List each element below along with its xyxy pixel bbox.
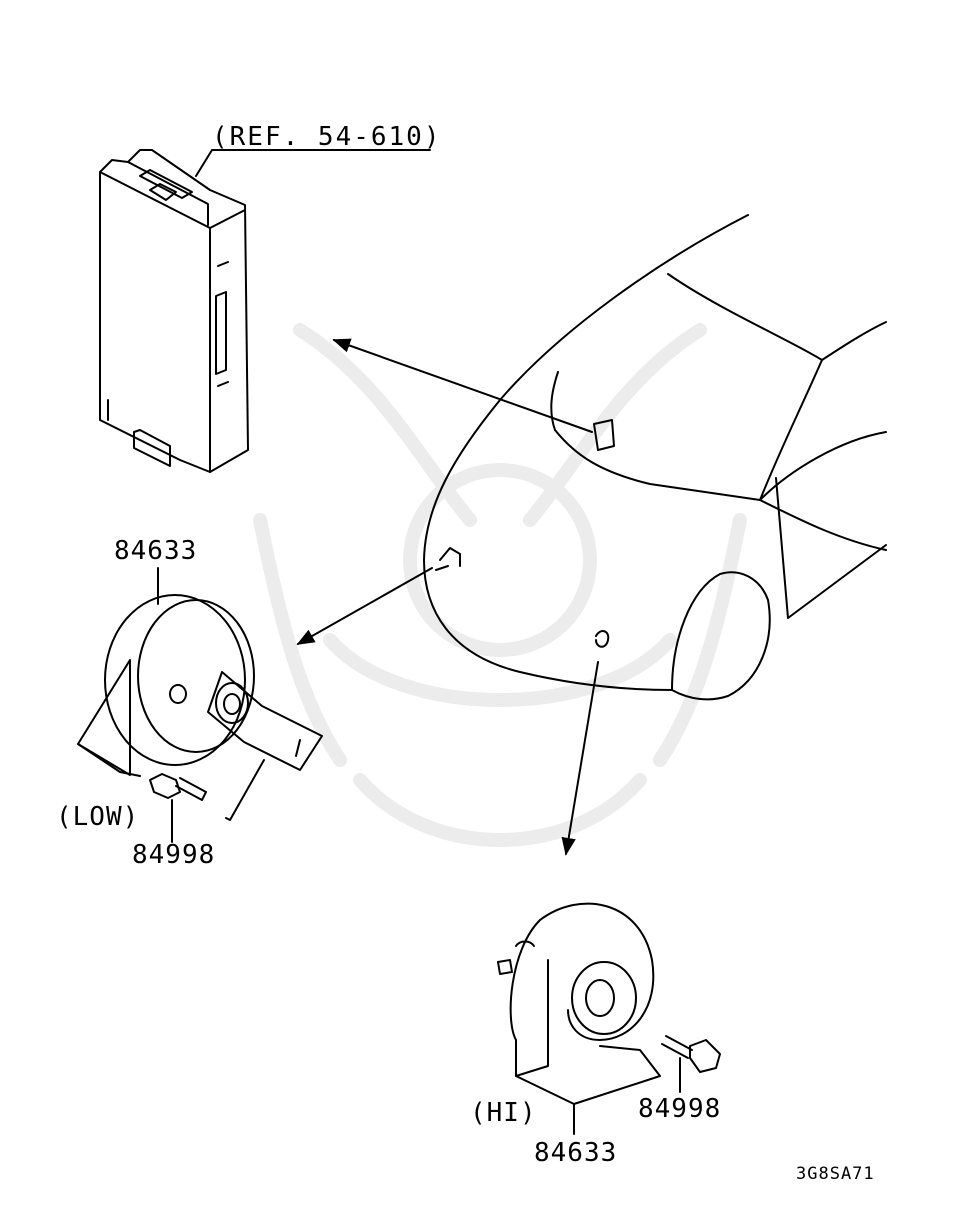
- ref-leader-line: [195, 149, 431, 177]
- arrow-to-hi-horn: [561, 661, 599, 856]
- hi-horn: [497, 902, 721, 1105]
- hi-horn-tag: (HI): [470, 1098, 537, 1128]
- ref-label: (REF. 54-610): [212, 122, 442, 152]
- control-module: [99, 149, 249, 473]
- hi-horn-part-number: 84633: [534, 1138, 618, 1168]
- vehicle-front-outline: [423, 214, 887, 701]
- arrow-to-low-horn: [296, 567, 433, 645]
- low-horn-part-number: 84633: [114, 536, 198, 566]
- low-horn-tag: (LOW): [56, 802, 140, 832]
- diagram-code: 3G8SA71: [796, 1164, 875, 1184]
- arrow-to-module: [332, 338, 593, 433]
- watermark-emblem: [253, 323, 747, 847]
- low-bolt-part-number: 84998: [132, 840, 216, 870]
- hi-bolt-part-number: 84998: [638, 1094, 722, 1124]
- low-horn: [77, 594, 323, 821]
